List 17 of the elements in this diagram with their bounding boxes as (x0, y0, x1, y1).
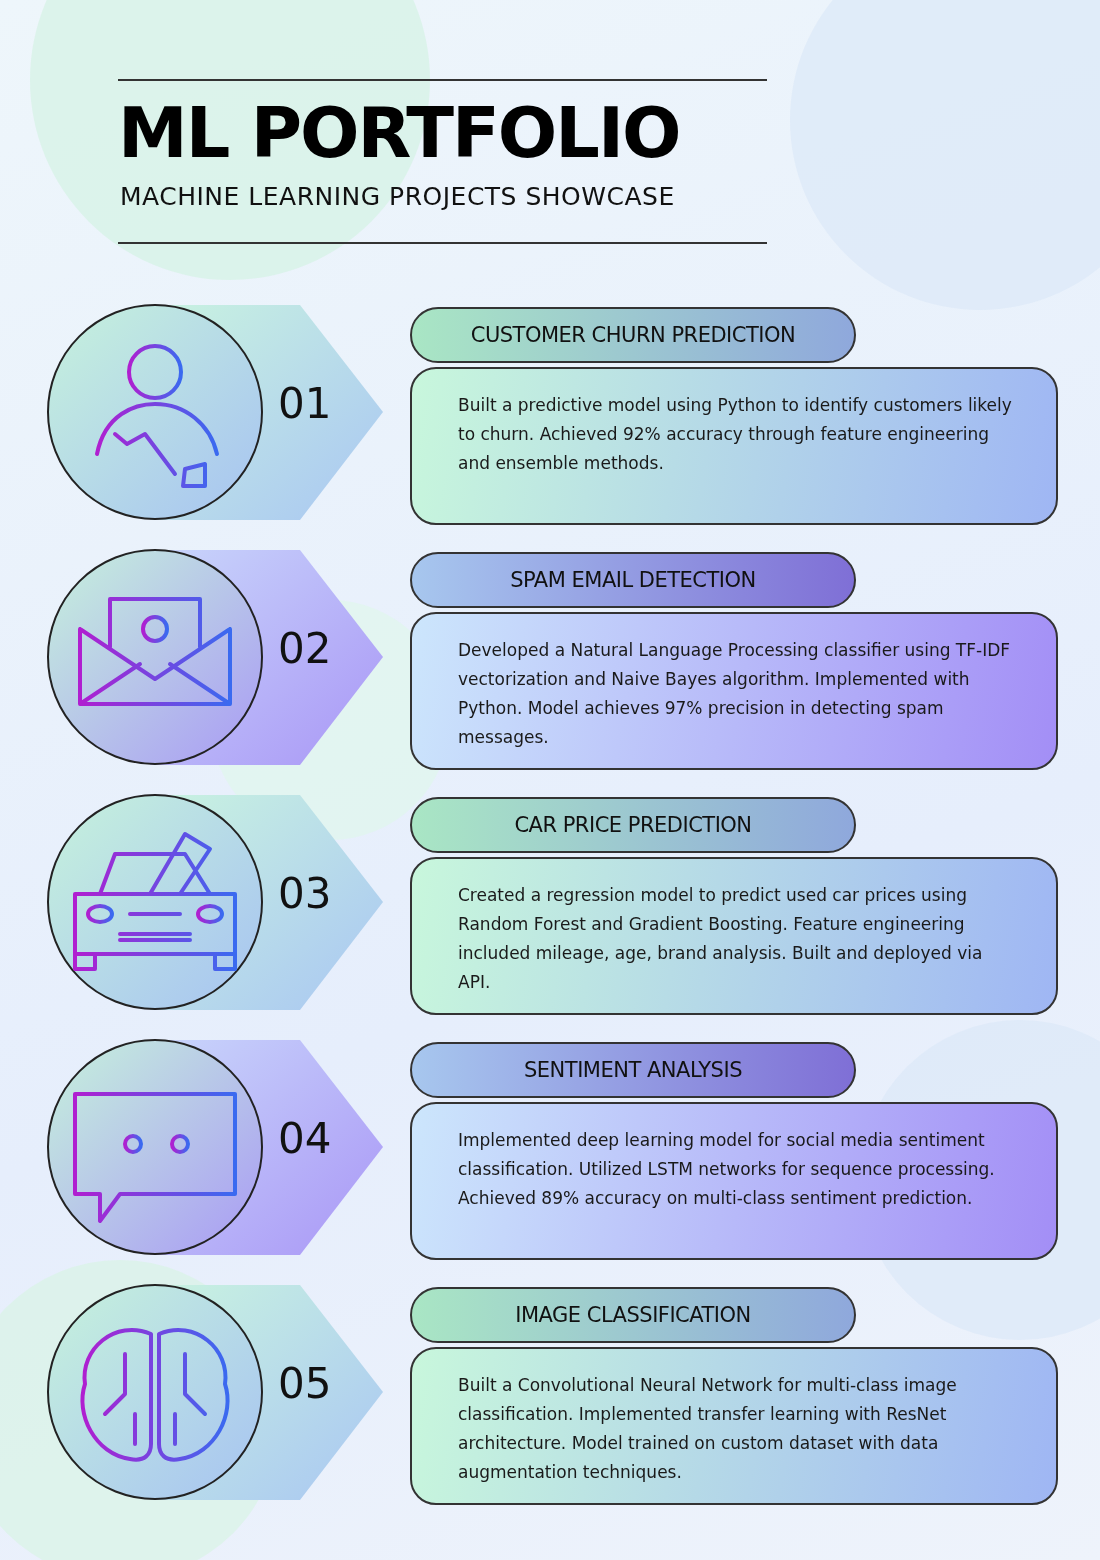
project-title-banner: SPAM EMAIL DETECTION (410, 552, 856, 608)
title: ML PORTFOLIO (118, 92, 680, 174)
step-number: 04 (278, 1114, 332, 1163)
project-description-card: Built a predictive model using Python to identify customers likely to churn. Achieved 92% accuracy through feature engineering and ensemble methods. (410, 367, 1058, 525)
step-number: 02 (278, 624, 332, 673)
subtitle: MACHINE LEARNING PROJECTS SHOWCASE (120, 182, 675, 211)
project-description-card: Implemented deep learning model for social media sentiment classification. Utilized LSTM networks for sequence processing. Achieved 89% accuracy on multi-class sentiment prediction. (410, 1102, 1058, 1260)
project-title-banner: CUSTOMER CHURN PREDICTION (410, 307, 856, 363)
step-number: 05 (278, 1359, 332, 1408)
step-number: 03 (278, 869, 332, 918)
project-description-card: Developed a Natural Language Processing classifier using TF-IDF vectorization and Naive Bayes algorithm. Implemented with Python. Model achieves 97% precision in detecting spam messages. (410, 612, 1058, 770)
project-description-card: Created a regression model to predict used car prices using Random Forest and Gradient Boosting. Feature engineering included mileage, age, brand analysis. Built and deployed via API. (410, 857, 1058, 1015)
step-number: 01 (278, 379, 332, 428)
project-title-banner: SENTIMENT ANALYSIS (410, 1042, 856, 1098)
project-description-card: Built a Convolutional Neural Network for multi-class image classification. Implemented transfer learning with ResNet architecture. Model trained on custom dataset with data augmentation techniques. (410, 1347, 1058, 1505)
project-title-banner: CAR PRICE PREDICTION (410, 797, 856, 853)
project-title-banner: IMAGE CLASSIFICATION (410, 1287, 856, 1343)
